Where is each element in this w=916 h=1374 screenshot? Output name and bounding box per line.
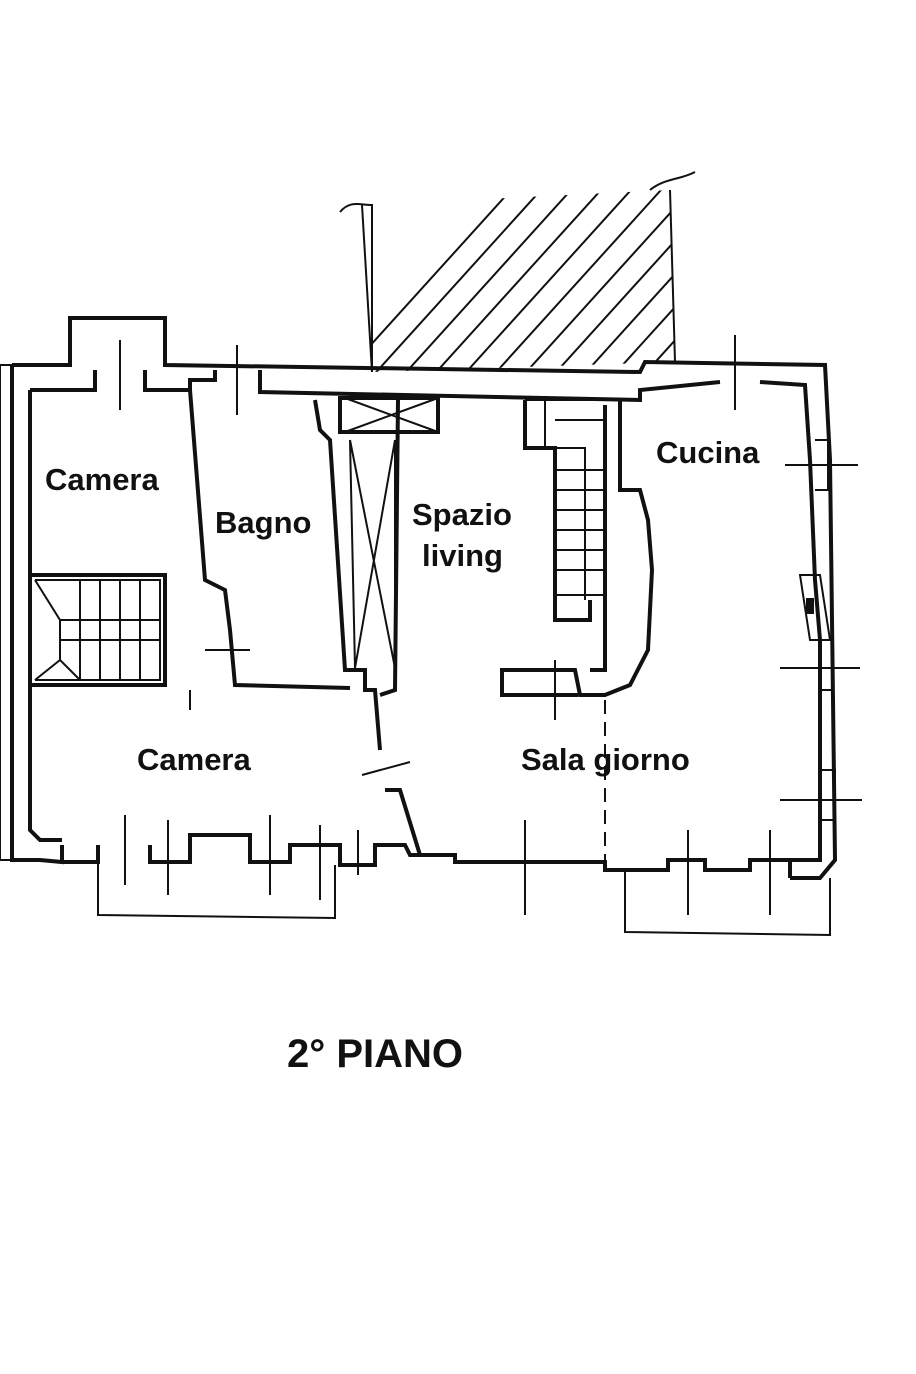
stairs-left <box>34 579 161 681</box>
room-label-living: living <box>422 538 503 573</box>
hatch-line <box>810 180 916 390</box>
room-label-cucina: Cucina <box>656 435 760 470</box>
room-label-camera-bottom: Camera <box>137 742 251 777</box>
hatch-line <box>539 190 675 372</box>
hatch-line <box>419 190 611 372</box>
room-label-sala-giorno: Sala giorno <box>521 742 690 777</box>
hatch-line <box>629 190 675 372</box>
hatch-line <box>449 190 641 372</box>
room-label-camera-top: Camera <box>45 462 159 497</box>
hatch-line <box>750 180 916 390</box>
hatch-line <box>479 190 671 372</box>
hatch-line <box>870 180 916 390</box>
hatch-line <box>569 190 675 372</box>
hatch-line <box>840 180 916 390</box>
hatch-line <box>690 180 880 390</box>
hatch-line <box>780 180 916 390</box>
hatch-line <box>659 190 675 372</box>
room-label-spazio: Spazio <box>412 497 512 532</box>
stairs-right <box>525 399 605 600</box>
hatch-line <box>599 190 675 372</box>
hatch-line <box>362 190 551 372</box>
outer-walls <box>10 316 838 937</box>
hatch-line <box>362 190 521 372</box>
floor-title: 2° PIANO <box>287 1032 463 1076</box>
hatch-line <box>720 180 910 390</box>
interior-walls <box>30 389 655 860</box>
window-marks <box>119 335 862 915</box>
hatch-line <box>389 190 581 372</box>
hatch-line <box>509 190 675 372</box>
hatch-line <box>900 180 916 390</box>
hatched-terrace <box>339 171 916 390</box>
room-label-bagno: Bagno <box>215 505 311 540</box>
